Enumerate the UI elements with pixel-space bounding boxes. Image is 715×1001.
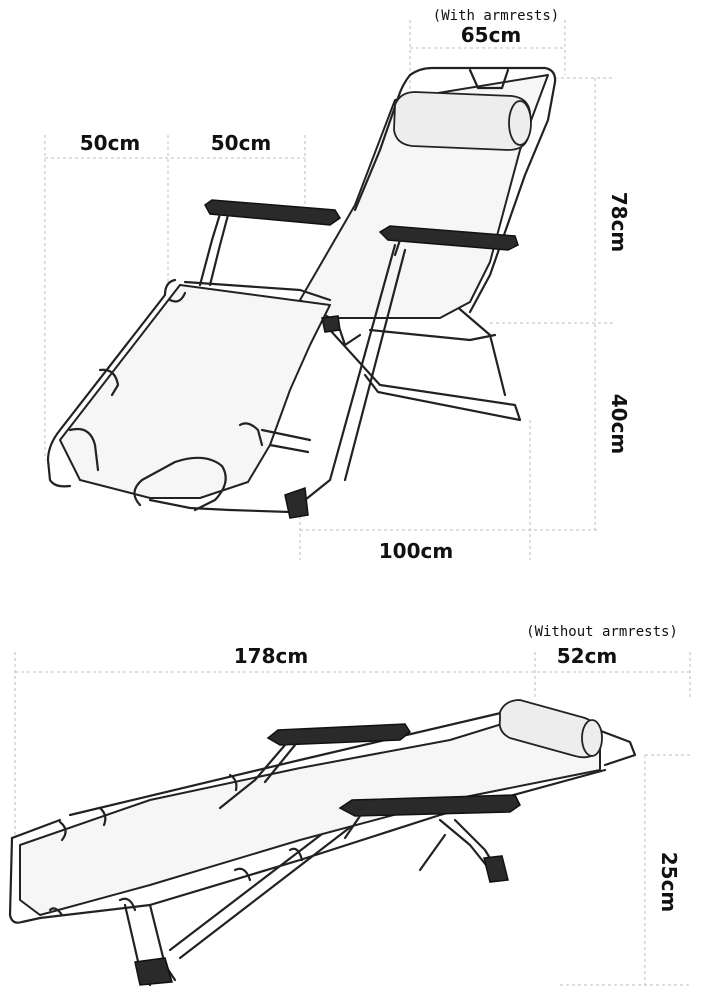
backrest-frame [408, 66, 557, 314]
reclined-chair-view: (With armrests) 65cm 50cm 50cm 78cm 40cm… [44, 8, 631, 563]
flat-frame-back [8, 836, 42, 924]
leg-length-label: 50cm [211, 131, 272, 155]
foot-rest-loop [133, 456, 227, 512]
headrest-pillow [393, 91, 532, 151]
right-armrest [378, 225, 519, 257]
flat-left-armrest [218, 723, 411, 810]
seat-height-label: 40cm [607, 394, 631, 455]
reclined-guide-lines [44, 20, 615, 560]
flat-guide-lines [14, 652, 691, 986]
width-52-label: 52cm [557, 644, 618, 668]
seat-length-label: 50cm [80, 131, 141, 155]
length-178-label: 178cm [234, 644, 308, 668]
flat-chair-view: (Without armrests) 52cm 178cm 25cm [8, 624, 691, 987]
flat-right-armrest [338, 794, 521, 840]
seat-fabric [59, 284, 331, 499]
flat-headrest-pillow [498, 699, 603, 759]
depth-label: 100cm [379, 539, 453, 563]
backrest-frame-left [353, 73, 412, 212]
height-25-label: 25cm [657, 852, 681, 913]
front-leg-frame [303, 243, 407, 502]
width-note-without-armrests: (Without armrests) [526, 624, 678, 640]
left-armrest [198, 199, 342, 287]
flat-bed-fabric [19, 719, 601, 916]
rear-leg-frame [328, 303, 522, 422]
width-65-label: 65cm [461, 23, 522, 47]
seat-frame [46, 278, 177, 488]
width-note-with-armrests: (With armrests) [433, 8, 559, 24]
back-height-label: 78cm [607, 192, 631, 253]
